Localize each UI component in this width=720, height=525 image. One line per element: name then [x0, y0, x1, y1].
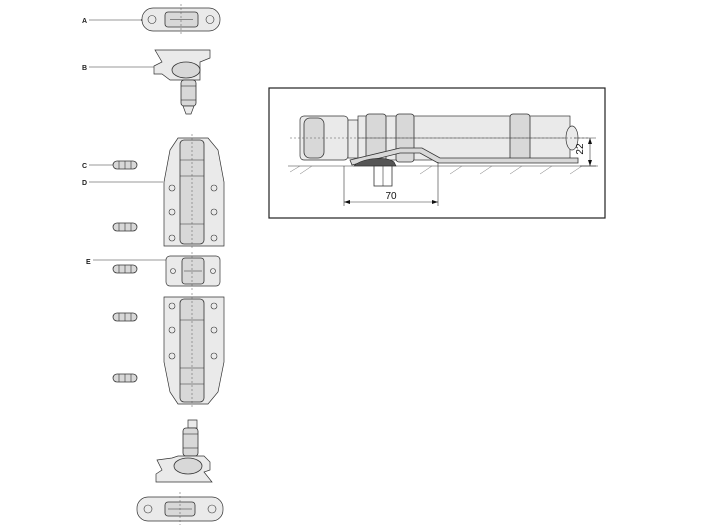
detail-view: 70 22 [268, 87, 606, 219]
part-d-upper-leaf [163, 134, 225, 250]
screw [112, 373, 138, 383]
dimension-height: 22 [574, 137, 596, 167]
dimension-height-label: 22 [575, 143, 586, 155]
callout-c: C [82, 163, 113, 170]
part-e-center-knuckle [165, 252, 221, 290]
part-b-pin-bracket [153, 49, 211, 115]
callout-a: A [82, 18, 143, 25]
part-d-lower-leaf [163, 293, 225, 408]
callout-e: E [86, 259, 170, 266]
profile-section [373, 165, 393, 187]
part-c-screws [112, 160, 138, 383]
dimension-length: 70 [343, 162, 439, 206]
label-a: A [82, 18, 87, 25]
label-d: D [82, 180, 87, 187]
label-c: C [82, 163, 87, 170]
label-e: E [86, 259, 91, 266]
part-lower-pin-bracket [155, 419, 213, 483]
screw [112, 160, 138, 170]
screw [112, 312, 138, 322]
screw [112, 264, 138, 274]
mounting-surface [288, 165, 598, 175]
callout-d: D [82, 180, 163, 187]
screw [112, 222, 138, 232]
bent-plate [349, 147, 579, 167]
callout-b: B [82, 65, 163, 72]
hinge-body-side [290, 113, 590, 163]
part-bottom-strike-plate [136, 492, 224, 525]
label-b: B [82, 65, 87, 72]
dimension-length-label: 70 [385, 191, 397, 202]
part-a-strike-plate [141, 4, 221, 35]
